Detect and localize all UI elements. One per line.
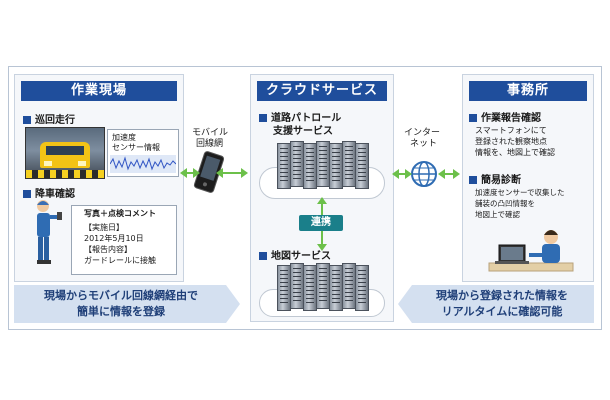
office-title: 事務所 [469, 81, 587, 101]
comment-line: ガードレールに接触 [84, 256, 156, 265]
bullet-square-icon [259, 114, 267, 122]
simple-diagnosis-title: 簡易診断 [469, 171, 521, 186]
report-check-title: 作業報告確認 [469, 109, 541, 124]
sensor-label-line2: センサー情報 [112, 143, 160, 152]
mobile-network-label-line2: 回線網 [196, 139, 224, 149]
inspection-comment-card: 写真＋点検コメント 【実施日】 2012年5月10日 【報告内容】 ガードレール… [71, 205, 177, 275]
diagnosis-line: 舗装の凸凹情報を [475, 199, 535, 208]
server-rack-lower [277, 263, 369, 311]
sensor-graph: 加速度 センサー情報 [107, 129, 179, 177]
dismount-section-title: 降車確認 [23, 185, 75, 200]
internet-label-line2: ネット [410, 139, 438, 149]
diagnosis-line: 地図上で確認 [475, 210, 520, 219]
left-note-arrow [14, 285, 240, 323]
office-panel: 事務所 作業報告確認 スマートフォンにて 登録された観察地点 情報を、地図上で確… [462, 74, 594, 282]
comment-line: 2012年5月10日 [84, 234, 144, 243]
left-note-line1: 現場からモバイル回線網経由で [44, 289, 198, 302]
field-site-panel: 作業現場 巡回走行 加速度 センサー情報 降車確認 写真＋点検コメント [14, 74, 184, 282]
diagnosis-line: 加速度センサーで収集した [475, 188, 565, 197]
cloud-service-panel: クラウドサービス 道路パトロール 支援サービス 連携 地図サービス [250, 74, 394, 322]
field-site-title: 作業現場 [21, 81, 177, 101]
server-rack-upper [277, 141, 369, 189]
road-patrol-service-title: 道路パトロール [259, 109, 341, 124]
internet-to-office-arrow [438, 169, 460, 179]
mobile-to-cloud-arrow [216, 168, 248, 178]
patrol-car-photo [25, 127, 105, 179]
bullet-square-icon [469, 176, 477, 184]
internet-label-line1: インター [404, 128, 441, 138]
bullet-square-icon [23, 116, 31, 124]
right-note: 現場から登録された情報を リアルタイムに確認可能 [410, 285, 594, 321]
comment-line: 【報告内容】 [84, 245, 132, 254]
road-patrol-service-subtitle: 支援サービス [273, 126, 333, 137]
sensor-waveform [110, 155, 176, 173]
cloud-service-title: クラウドサービス [257, 81, 387, 101]
patrol-section-title: 巡回走行 [23, 111, 75, 126]
right-note-line1: 現場から登録された情報を [436, 289, 568, 302]
smartphone-icon [193, 151, 225, 193]
field-to-mobile-arrow [180, 168, 200, 178]
link-badge: 連携 [299, 215, 343, 231]
right-note-arrow [398, 285, 594, 323]
report-line: 登録された観察地点 [475, 137, 547, 146]
bullet-square-icon [23, 190, 31, 198]
left-note-line2: 簡単に情報を登録 [77, 305, 165, 318]
right-note-line2: リアルタイムに確認可能 [441, 305, 563, 318]
office-worker-icon [488, 230, 574, 272]
comment-title: 写真＋点検コメント [84, 209, 156, 218]
field-worker-icon [37, 200, 62, 264]
report-line: スマートフォンにて [475, 126, 547, 135]
left-note: 現場からモバイル回線網経由で 簡単に情報を登録 [14, 285, 228, 321]
report-line: 情報を、地図上で確認 [475, 148, 555, 157]
globe-icon [411, 161, 437, 187]
cloud-to-internet-arrow [392, 169, 412, 179]
comment-line: 【実施日】 [84, 223, 124, 232]
mobile-network-label-line1: モバイル [192, 128, 229, 138]
bullet-square-icon [469, 114, 477, 122]
map-service-title: 地図サービス [259, 247, 331, 262]
sensor-label-line1: 加速度 [112, 133, 136, 142]
bullet-square-icon [259, 252, 267, 260]
